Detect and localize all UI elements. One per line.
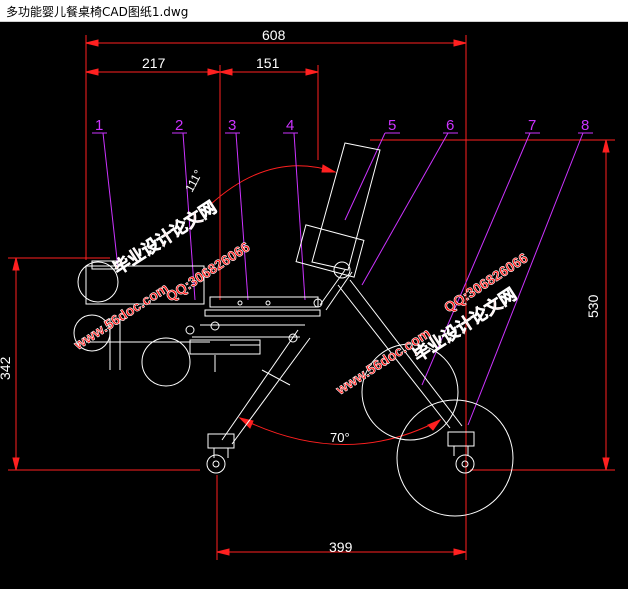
callout-7: 7 [528,117,536,134]
dim-530: 530 [585,294,601,318]
dim-399: 399 [329,539,353,555]
dim-151: 151 [256,55,280,71]
window-title: 多功能婴儿餐桌椅CAD图纸1.dwg [6,5,189,19]
dimension-labels: 608 217 151 399 530 342 111° 70° [0,27,601,555]
callout-6: 6 [446,117,454,134]
callout-8: 8 [581,117,589,134]
callout-5: 5 [388,117,396,134]
dim-217: 217 [142,55,166,71]
callout-numbers: 1 2 3 4 5 6 7 8 [95,117,589,134]
callout-leaders [92,132,593,426]
dim-608: 608 [262,27,286,43]
callout-3: 3 [228,117,236,134]
callout-4: 4 [286,117,294,134]
callout-1: 1 [95,117,103,134]
cad-drawing[interactable]: 608 217 151 399 530 342 111° 70° 1 2 3 4… [0,22,628,585]
dimension-lines [8,35,615,560]
cad-canvas[interactable]: 608 217 151 399 530 342 111° 70° 1 2 3 4… [0,22,628,585]
chair-outline [73,142,514,517]
angle-70: 70° [330,430,350,445]
dim-342: 342 [0,356,13,380]
watermark-qq-a: QQ:306826066 [163,238,253,304]
callout-2: 2 [175,117,183,134]
window-titlebar: 多功能婴儿餐桌椅CAD图纸1.dwg [0,0,628,22]
